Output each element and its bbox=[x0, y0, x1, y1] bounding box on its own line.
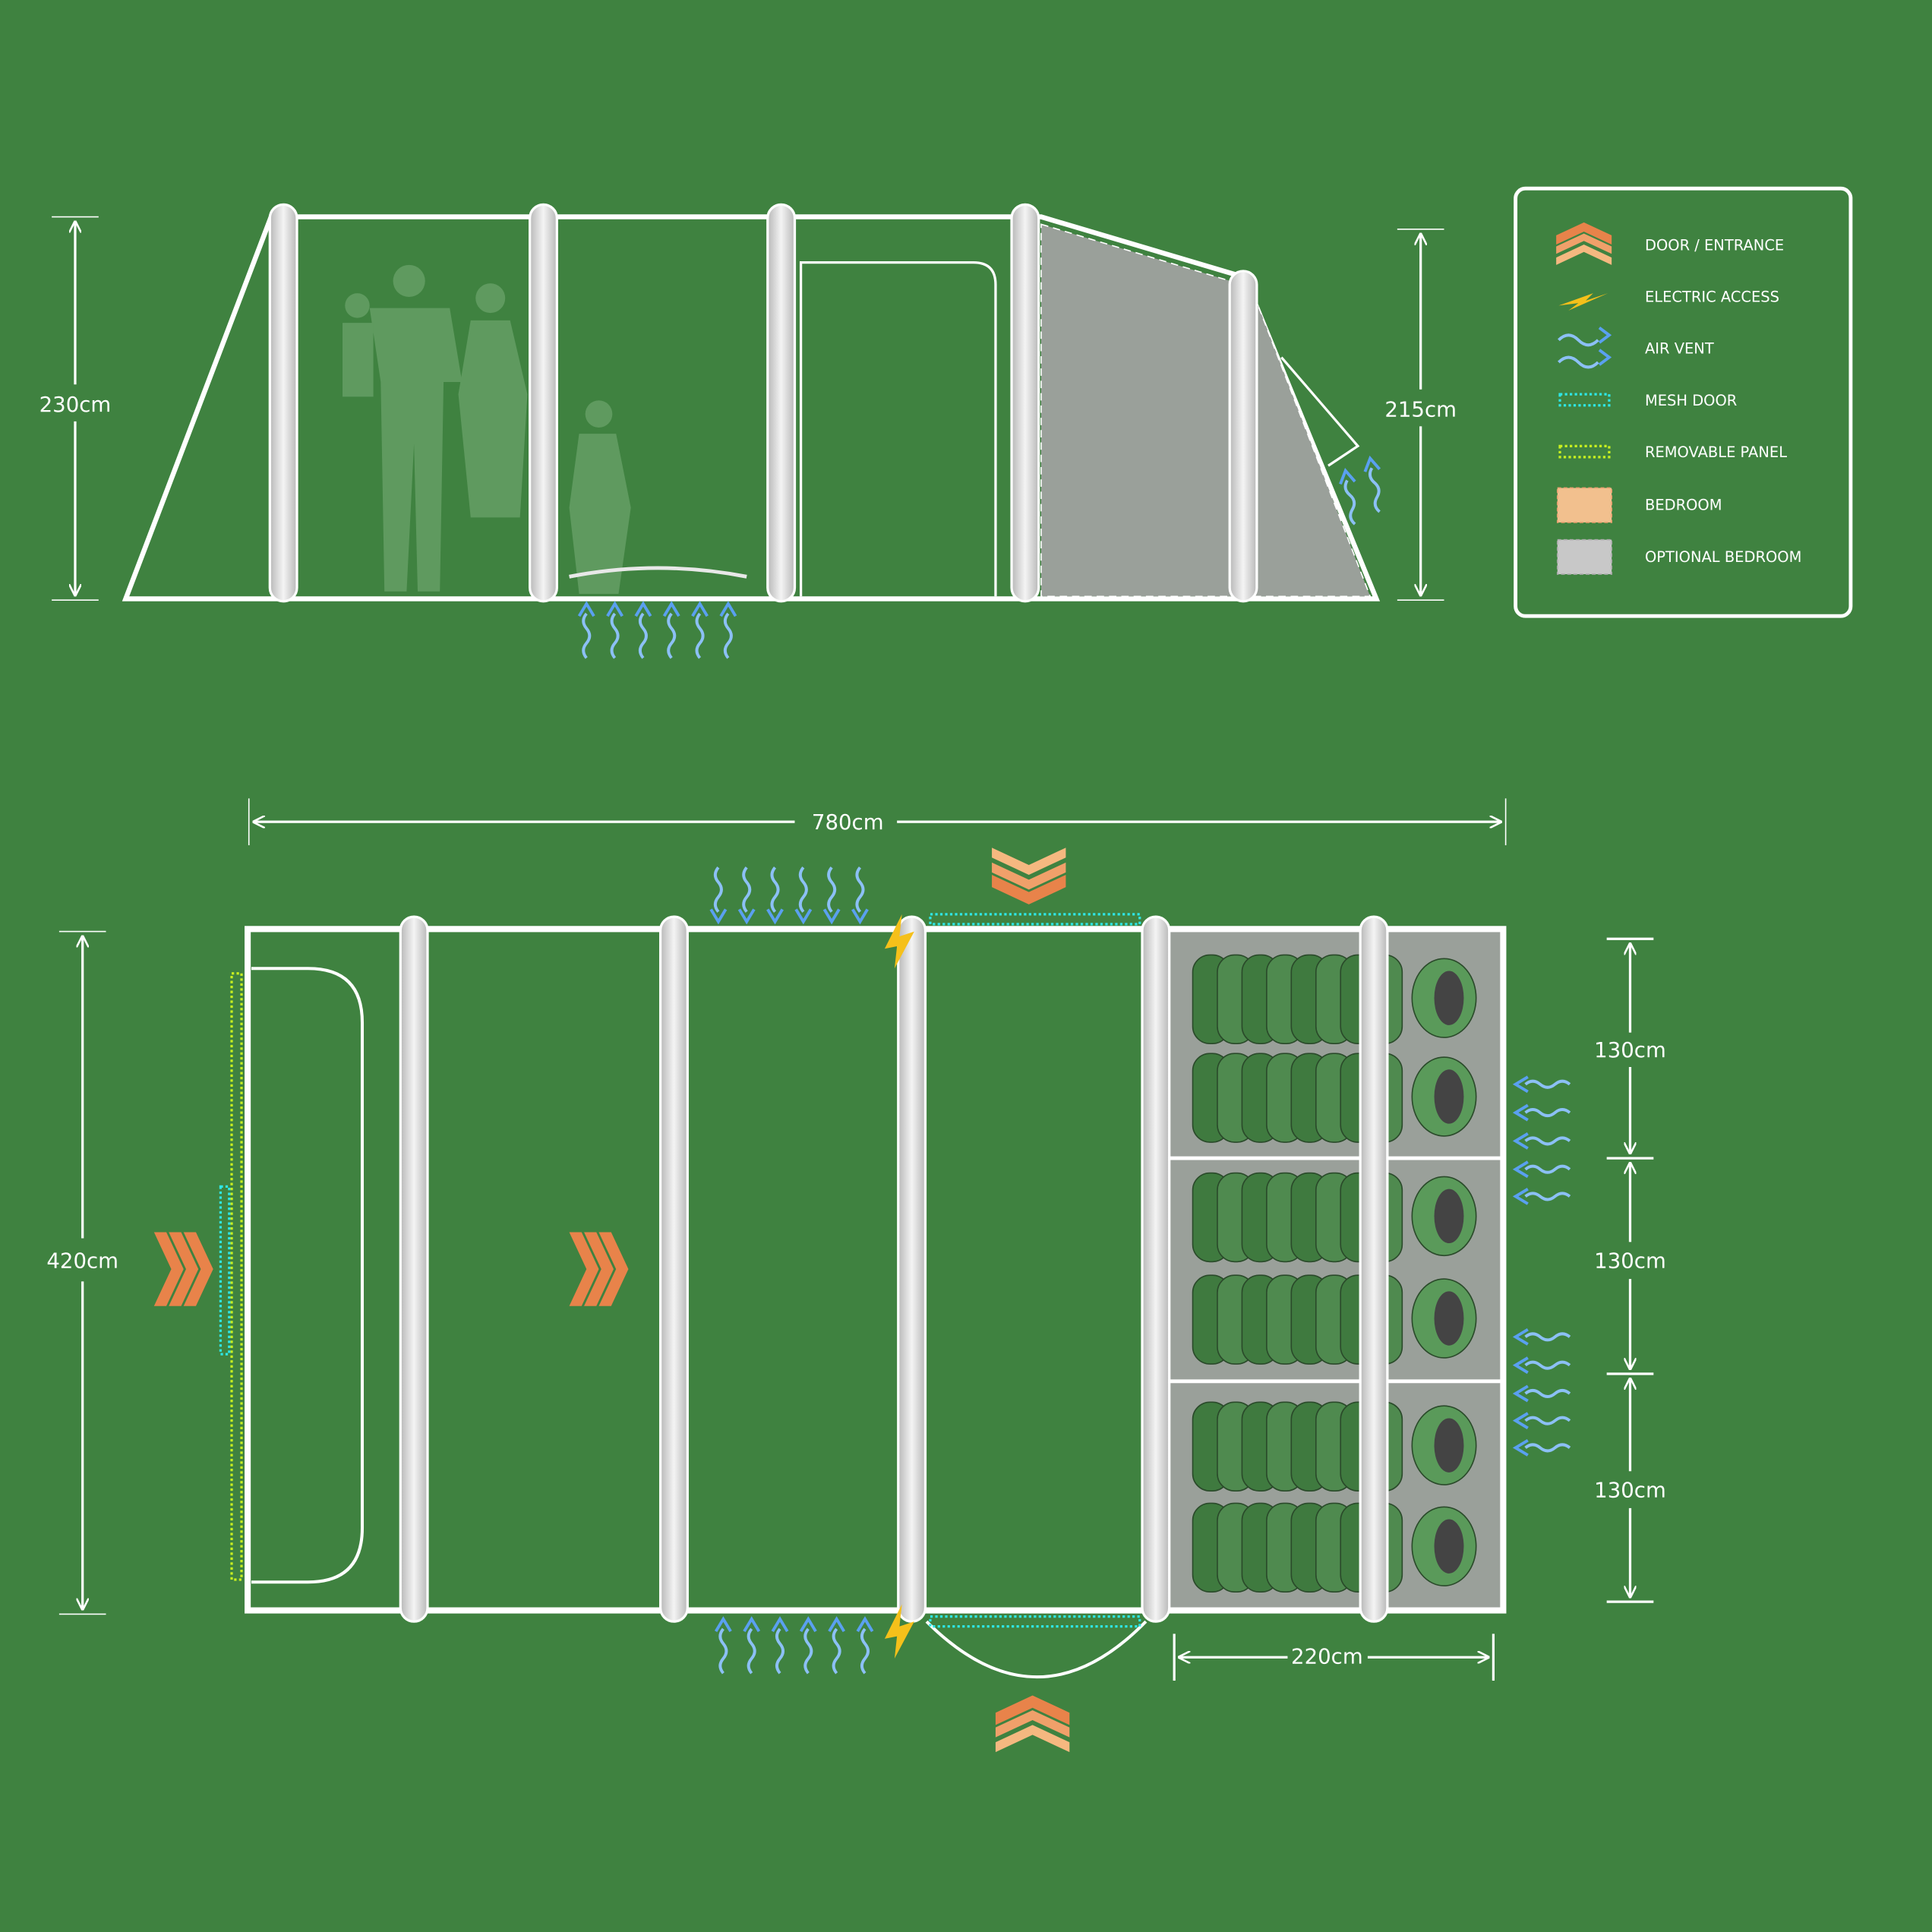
plan-width: 420cm bbox=[46, 1249, 118, 1274]
bedroom-width-1: 130cm bbox=[1594, 1037, 1666, 1062]
air-vent-icon bbox=[1337, 455, 1389, 527]
side-view: 230cm 215cm bbox=[39, 203, 1457, 660]
air-vent-icon bbox=[851, 866, 870, 923]
door-icon bbox=[153, 1232, 213, 1306]
air-vent-icon bbox=[794, 866, 813, 923]
air-vent-icon bbox=[1514, 1438, 1571, 1457]
air-vent-icon bbox=[827, 1617, 846, 1675]
bedroom-width-2: 130cm bbox=[1594, 1249, 1666, 1274]
electric-icon bbox=[1558, 293, 1608, 311]
family-silhouette bbox=[343, 264, 631, 595]
bedroom-swatch-icon bbox=[1556, 487, 1612, 523]
air-vent-icon bbox=[1514, 1356, 1571, 1375]
sleeping-bag bbox=[1192, 954, 1477, 1045]
plan-length: 780cm bbox=[812, 810, 884, 835]
legend-label: REMOVABLE PANEL bbox=[1645, 444, 1787, 461]
mesh-door bbox=[929, 1615, 1141, 1628]
sleeping-bag bbox=[1192, 1274, 1477, 1365]
legend: DOOR / ENTRANCE ELECTRIC ACCESS AIR VENT… bbox=[1514, 186, 1853, 618]
floor-plan: 780cm 420cm 130cm 130cm 130cm 220cm bbox=[46, 798, 1666, 1753]
pole bbox=[268, 203, 1258, 603]
air-vent-icon bbox=[1514, 1384, 1571, 1403]
air-vent-icon bbox=[1514, 1187, 1571, 1206]
air-vent-icon bbox=[1514, 1132, 1571, 1151]
air-vent-icon bbox=[799, 1617, 818, 1675]
door-icon bbox=[995, 1695, 1070, 1753]
air-vent-icon bbox=[1514, 1075, 1571, 1094]
sleeping-bags bbox=[1192, 954, 1477, 1593]
air-vent-icon bbox=[766, 866, 784, 923]
legend-label: DOOR / ENTRANCE bbox=[1645, 236, 1784, 254]
air-vent-icon bbox=[690, 602, 709, 660]
door-icon bbox=[569, 1232, 629, 1306]
legend-label: MESH DOOR bbox=[1645, 392, 1737, 409]
bedroom-depth: 220cm bbox=[1291, 1643, 1363, 1668]
air-vent-icon bbox=[856, 1617, 874, 1675]
air-vent-icon bbox=[743, 1617, 761, 1675]
side-height-front: 230cm bbox=[39, 392, 112, 417]
air-vent-icon bbox=[771, 1617, 789, 1675]
legend-label: ELECTRIC ACCESS bbox=[1645, 289, 1779, 306]
optional-bedroom-swatch-icon bbox=[1556, 538, 1612, 575]
air-vent-icon bbox=[822, 866, 841, 923]
mesh-door bbox=[929, 913, 1141, 926]
air-vent-icon bbox=[1558, 327, 1612, 369]
legend-label: AIR VENT bbox=[1645, 340, 1714, 358]
side-height-rear: 215cm bbox=[1384, 396, 1457, 421]
air-vent-icon bbox=[714, 1617, 733, 1675]
air-vent-icon bbox=[719, 602, 737, 660]
removable-panel bbox=[230, 972, 243, 1581]
air-vent-icon bbox=[1514, 1103, 1571, 1122]
sleeping-bag bbox=[1192, 1502, 1477, 1593]
pole bbox=[399, 915, 1389, 1623]
air-vent-icon bbox=[634, 602, 652, 660]
mesh-door-icon bbox=[1558, 393, 1611, 407]
sleeping-bag bbox=[1192, 1172, 1477, 1263]
sleeping-bag bbox=[1192, 1053, 1477, 1143]
air-vent-icon bbox=[605, 602, 624, 660]
air-vent-icon bbox=[577, 602, 737, 660]
sleeping-bag bbox=[1192, 1401, 1477, 1492]
bedroom-width-3: 130cm bbox=[1594, 1477, 1666, 1502]
air-vent-icon bbox=[1514, 1327, 1571, 1346]
air-vent-icon bbox=[577, 602, 595, 660]
mesh-door bbox=[219, 1185, 231, 1356]
air-vent-icon bbox=[662, 602, 680, 660]
removable-panel-icon bbox=[1558, 444, 1611, 459]
air-vent-icon bbox=[737, 866, 756, 923]
air-vent-icon bbox=[709, 866, 728, 923]
legend-label: OPTIONAL BEDROOM bbox=[1645, 548, 1801, 566]
door-icon bbox=[1556, 222, 1612, 265]
door-icon bbox=[992, 848, 1066, 904]
air-vent-icon bbox=[1514, 1160, 1571, 1179]
legend-label: BEDROOM bbox=[1645, 497, 1722, 514]
air-vent-icon bbox=[1514, 1412, 1571, 1430]
